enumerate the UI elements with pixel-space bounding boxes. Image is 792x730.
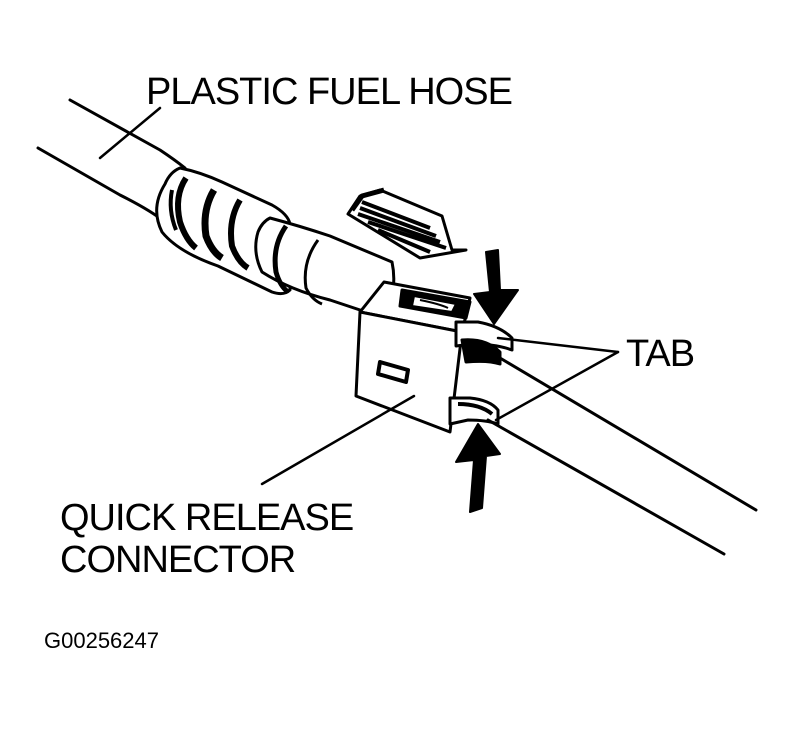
squeeze-arrow-bottom — [455, 423, 501, 513]
tab-label: TAB — [626, 333, 694, 375]
line-lower-edge — [486, 418, 726, 556]
steel-fuel-line — [486, 356, 758, 556]
connector-leader-line — [260, 394, 416, 486]
figure-code: G00256247 — [44, 628, 159, 653]
tab-leader-line-upper — [496, 336, 620, 354]
coupling-sleeve — [254, 216, 396, 320]
connector-label-line2: CONNECTOR — [60, 539, 295, 581]
squeeze-arrow-top — [473, 249, 519, 325]
tab-leader-line-lower — [494, 350, 620, 422]
leader-lines — [98, 106, 620, 486]
connector-label-line1: QUICK RELEASE — [60, 497, 353, 539]
hose-upper-edge — [68, 98, 187, 170]
line-upper-edge — [498, 356, 758, 512]
hose-leader-line — [98, 106, 162, 160]
hose-label: PLASTIC FUEL HOSE — [146, 71, 512, 113]
push-direction-arrow — [346, 187, 468, 260]
quick-release-connector — [354, 280, 472, 434]
connector-tabs — [448, 320, 514, 426]
hose-lower-edge — [36, 146, 167, 224]
